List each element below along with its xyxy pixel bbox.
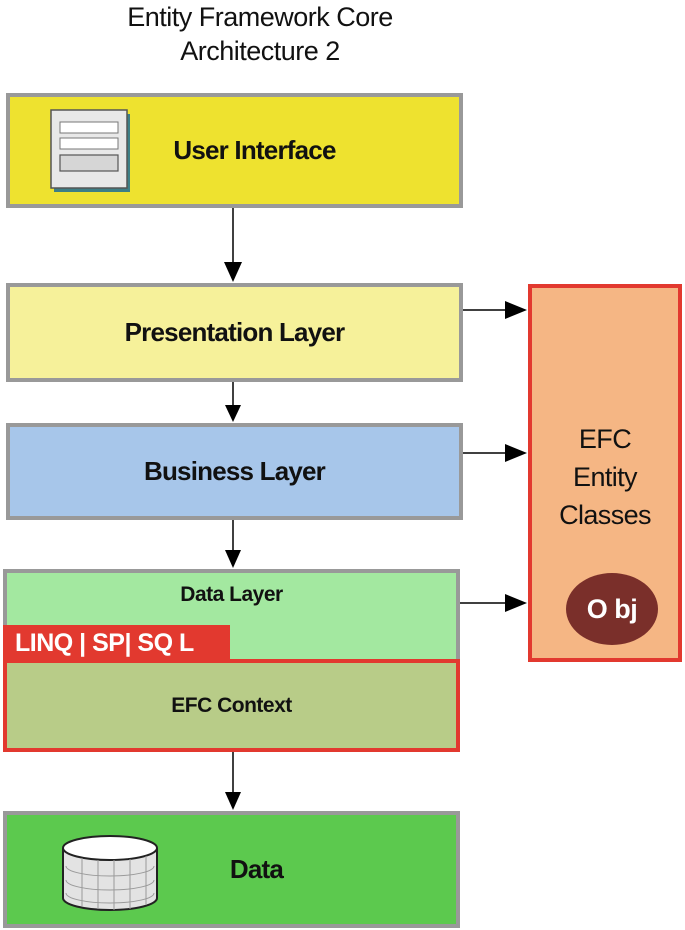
efc-context-label: EFC Context — [171, 693, 292, 717]
arrow-presentation-to-entities — [463, 301, 527, 319]
title-line-1: Entity Framework Core — [127, 2, 393, 32]
database-cylinder-icon — [62, 835, 158, 911]
diagram-title: Entity Framework Core Architecture 2 — [60, 0, 460, 68]
business-layer-box: Business Layer — [6, 423, 463, 520]
linq-sp-sql-tag: LINQ | SP| SQ L — [3, 625, 230, 661]
data-label: Data — [229, 854, 284, 884]
user-interface-label: User Interface — [173, 135, 336, 165]
arrow-ui-to-presentation — [224, 208, 242, 282]
arrow-context-to-data — [225, 752, 241, 810]
arrow-presentation-to-business — [225, 382, 241, 422]
obj-circle: O bj — [566, 573, 658, 645]
entity-title-line-2: Entity — [573, 462, 638, 492]
presentation-layer-box: Presentation Layer — [6, 283, 463, 382]
form-window-icon — [50, 109, 130, 192]
arrow-business-to-entities — [463, 444, 527, 462]
entity-classes-title: EFC Entity Classes — [528, 420, 682, 534]
title-line-2: Architecture 2 — [180, 36, 340, 66]
arrow-business-to-data-layer — [225, 520, 241, 568]
business-layer-label: Business Layer — [143, 456, 326, 486]
entity-title-line-3: Classes — [559, 500, 651, 530]
efc-context-box: EFC Context — [3, 659, 460, 752]
data-layer-label: Data Layer — [180, 583, 283, 606]
presentation-layer-label: Presentation Layer — [124, 317, 346, 347]
arrow-data-layer-to-entities — [460, 594, 527, 612]
entity-title-line-1: EFC — [578, 424, 632, 454]
